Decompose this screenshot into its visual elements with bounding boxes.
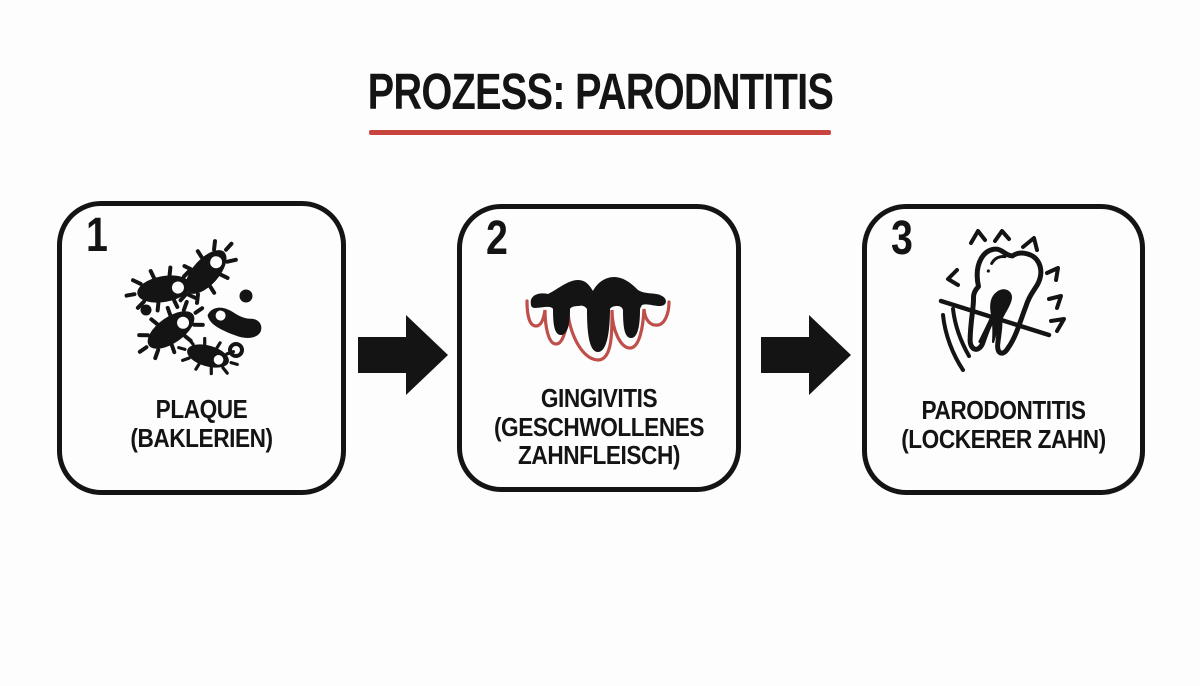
step-label: GINGIVITIS [540, 383, 658, 413]
title-block: PROZESS: PARODNTITIS [0, 62, 1200, 121]
arrow-right-icon [761, 315, 851, 395]
bacteria-icon [120, 232, 261, 380]
step-box-plaque: 1 [57, 201, 346, 495]
inflamed-gums-icon [525, 277, 671, 362]
page-title: PROZESS: PARODNTITIS [367, 63, 833, 120]
step-sublabel: (BAKLERIEN) [130, 423, 273, 454]
step-number: 3 [891, 212, 913, 265]
step-sublabel: (LOCKERER ZAHN) [901, 424, 1106, 455]
arrow-right-icon [358, 315, 448, 395]
step-sublabel: (GESCHWOLLENES ZAHNFLEISCH) [493, 412, 705, 470]
step-box-gingivitis: 2 GINGIVITIS (GESCHWOLLENES ZAHNFLEISCH) [457, 204, 741, 492]
step-number: 1 [86, 209, 108, 262]
step-label: PARODONTITIS [921, 395, 1086, 425]
step-label: PLAQUE [155, 394, 248, 424]
loose-tooth-icon [938, 229, 1066, 372]
step-box-parodontitis: 3 [862, 204, 1145, 495]
title-underline [369, 130, 831, 135]
step-number: 2 [486, 212, 508, 265]
